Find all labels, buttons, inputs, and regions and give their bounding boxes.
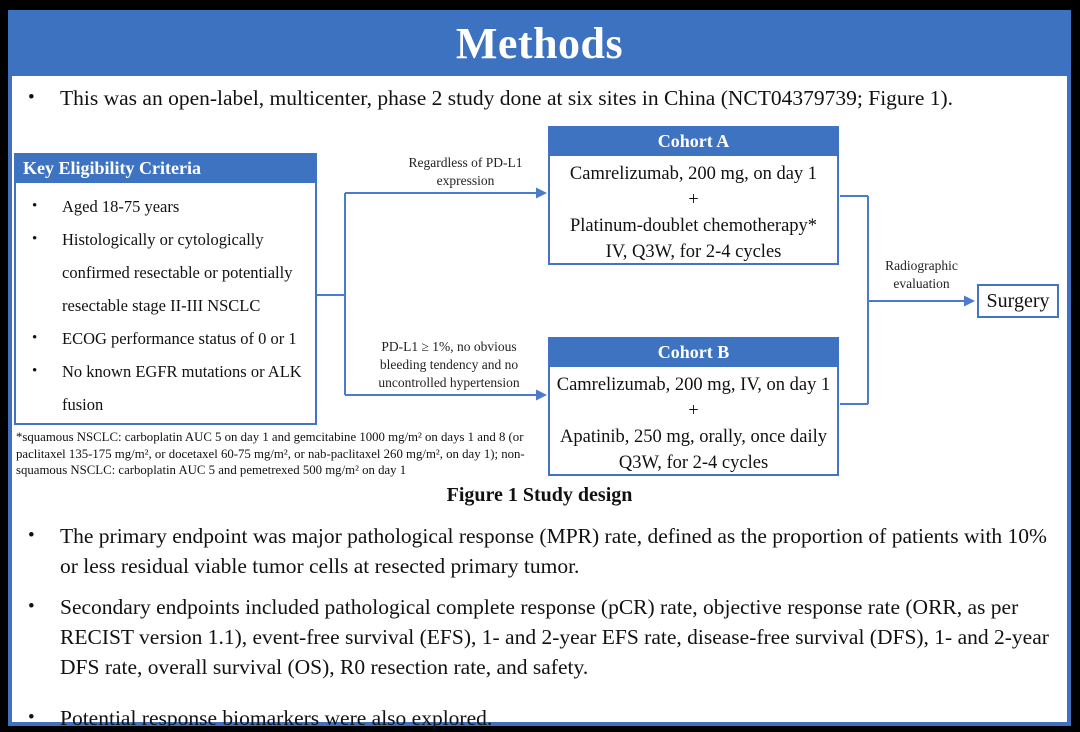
branch-label-top: Regardless of PD-L1 expression [408,155,523,188]
eligibility-item: • Histologically or cytologically confir… [32,223,311,322]
endpoint-bullet: • Potential response biomarkers were als… [28,703,1054,732]
intro-bullet-text: This was an open-label, multicenter, pha… [60,86,954,110]
cohort-a-line: Platinum-doublet chemotherapy* [569,216,818,236]
cohort-a-header: Cohort A [549,127,838,156]
eligibility-list: • Aged 18-75 years • Histologically or c… [16,190,315,421]
endpoint-bullet: • Secondary endpoints included pathologi… [28,592,1054,682]
cohort-b-lines: Camrelizumab, 200 mg, IV, on day 1 + Apa… [550,367,837,476]
cohort-b-line: Apatinib, 250 mg, orally, once daily [560,427,827,447]
bullet-marker: • [32,198,38,214]
branch-label-bottom: PD-L1 ≥ 1%, no obvious bleeding tendency… [378,339,520,390]
cohort-a-line: + [688,190,699,210]
bullet-marker: • [28,87,35,108]
cohort-a-lines: Camrelizumab, 200 mg, on day 1 + Platinu… [550,156,837,265]
cohort-b-line: Q3W, for 2-4 cycles [618,453,769,473]
bullet-marker: • [32,231,38,247]
endpoint-bullet-text: Potential response biomarkers were also … [60,706,493,730]
eligibility-item-text: Histologically or cytologically confirme… [62,230,293,315]
cohort-a-line: Camrelizumab, 200 mg, on day 1 [569,164,818,184]
radiographic-evaluation-label: Radiographic evaluation [885,258,958,291]
title-banner: Methods [8,10,1071,76]
bullet-marker: • [32,330,38,346]
surgery-label: Surgery [986,289,1050,312]
eligibility-item: • No known EGFR mutations or ALK fusion [32,355,311,421]
intro-bullet: • This was an open-label, multicenter, p… [28,84,1058,112]
cohort-b-box: Cohort B Camrelizumab, 200 mg, IV, on da… [548,337,839,476]
cohort-b-header: Cohort B [549,338,838,367]
eligibility-item: • ECOG performance status of 0 or 1 [32,322,311,355]
cohort-a-box: Cohort A Camrelizumab, 200 mg, on day 1 … [548,126,839,265]
eligibility-item: • Aged 18-75 years [32,190,311,223]
surgery-box: Surgery [977,284,1059,318]
chemotherapy-footnote: *squamous NSCLC: carboplatin AUC 5 on da… [16,430,525,477]
eligibility-box: Key Eligibility Criteria • Aged 18-75 ye… [14,153,317,425]
bullet-marker: • [32,363,38,379]
bullet-marker: • [28,707,35,728]
endpoint-bullet-text: Secondary endpoints included pathologica… [60,595,1049,679]
eligibility-item-text: ECOG performance status of 0 or 1 [62,329,297,348]
cohort-a-line: IV, Q3W, for 2-4 cycles [605,242,782,262]
eligibility-item-text: Aged 18-75 years [62,197,180,216]
eligibility-header: Key Eligibility Criteria [15,154,316,183]
bullet-marker: • [28,596,35,617]
page-title: Methods [455,18,624,68]
cohort-b-line: + [688,401,699,421]
eligibility-item-text: No known EGFR mutations or ALK fusion [62,362,302,414]
bullet-marker: • [28,525,35,546]
cohort-b-line: Camrelizumab, 200 mg, IV, on day 1 [556,375,831,395]
endpoint-bullet-text: The primary endpoint was major pathologi… [60,524,1047,578]
figure-caption: Figure 1 Study design [446,484,633,506]
endpoint-bullets: • The primary endpoint was major patholo… [28,521,1054,732]
endpoint-bullet: • The primary endpoint was major patholo… [28,521,1054,581]
